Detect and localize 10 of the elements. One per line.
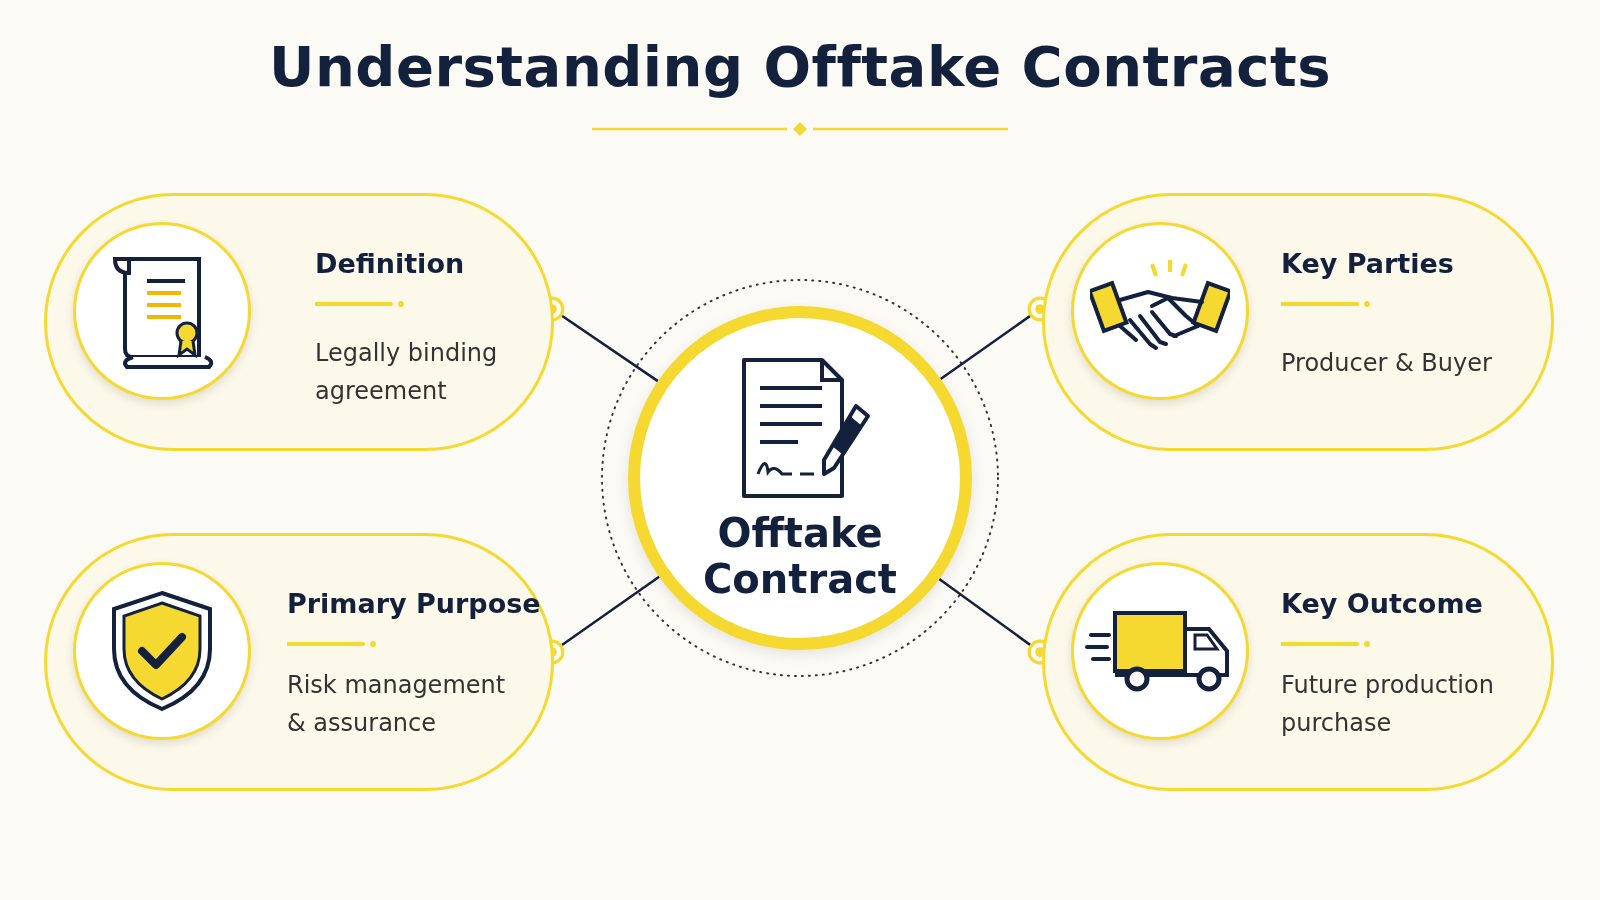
card-heading: Primary Purpose xyxy=(287,588,541,619)
card-description: Future production purchase xyxy=(1281,670,1495,739)
card-heading: Key Parties xyxy=(1281,248,1454,279)
card-description: Legally binding agreement xyxy=(315,338,499,407)
card-heading: Definition xyxy=(315,248,465,279)
card-description: Producer & Buyer xyxy=(1281,348,1493,379)
card-description: Risk management & assurance xyxy=(287,670,507,739)
title: Understanding Offtake Contracts xyxy=(269,34,1331,99)
center-label: Offtake Contract xyxy=(702,510,898,602)
card-heading: Key Outcome xyxy=(1281,588,1483,619)
